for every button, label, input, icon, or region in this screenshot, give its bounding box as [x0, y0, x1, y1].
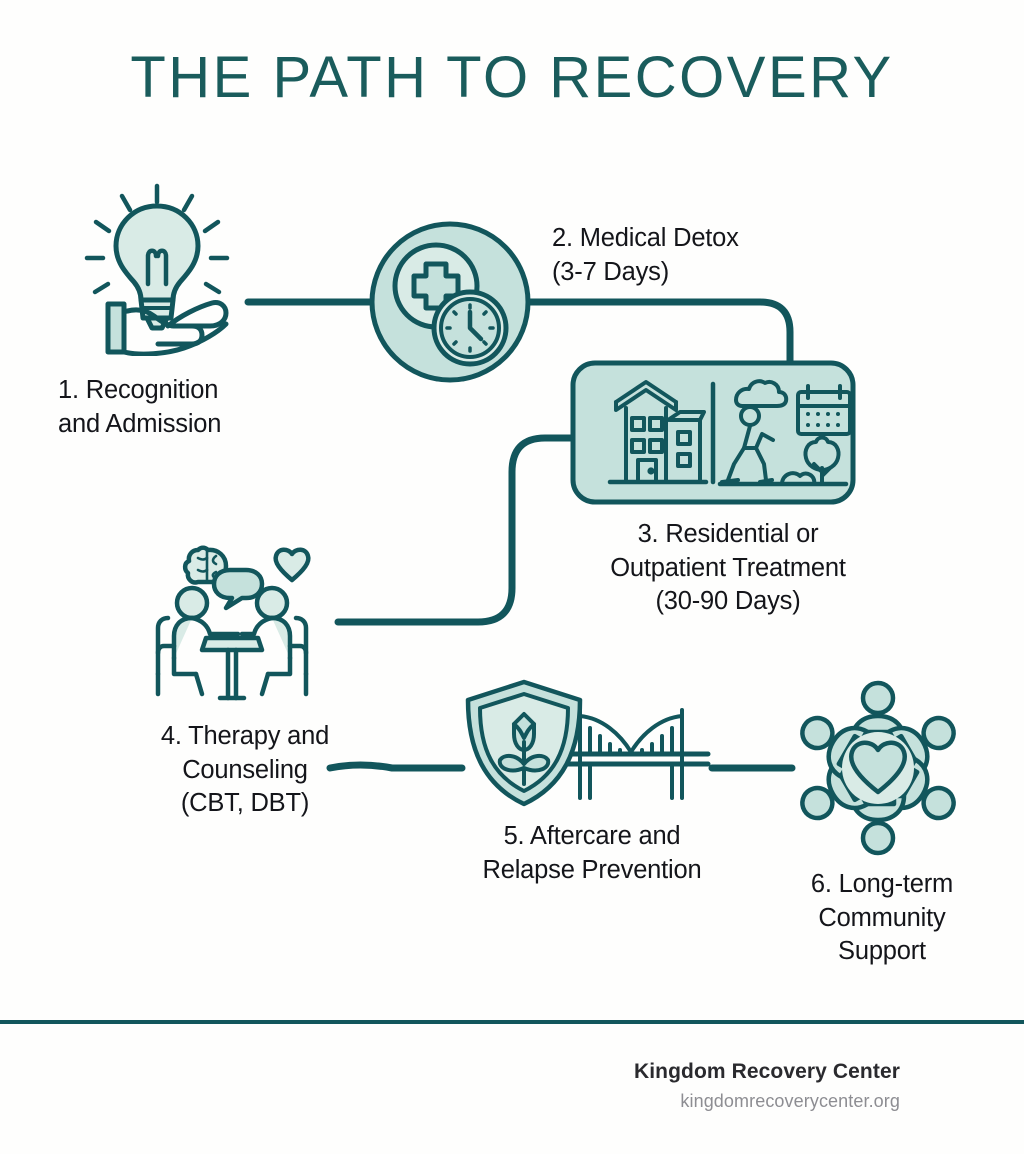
step-3-caption-line-3: (30-90 Days) [655, 587, 801, 616]
residential-outpatient-icon [570, 360, 856, 505]
medical-cross-clock-icon [369, 221, 531, 383]
connector-2-to-3 [524, 298, 794, 366]
step-2-icon [368, 212, 532, 392]
lightbulb-in-hand-icon [84, 183, 230, 357]
step-4-caption: 4. Therapy and Counseling (CBT, DBT) [110, 720, 380, 821]
therapy-session-icon [155, 545, 311, 701]
page-title: THE PATH TO RECOVERY [130, 45, 894, 110]
community-circle-heart-icon [800, 680, 956, 856]
community-figure [849, 680, 907, 743]
step-1-caption-line-1: 1. Recognition [58, 376, 219, 404]
step-2-caption-line-2: (3-7 Days) [552, 257, 670, 286]
step-2-caption: 2. Medical Detox (3-7 Days) [552, 222, 852, 289]
footer-divider [0, 1020, 1024, 1024]
step-6-caption: 6. Long-term Community Support [768, 868, 996, 969]
step-3-caption: 3. Residential or Outpatient Treatment (… [528, 518, 928, 619]
shield-flower-bridge-icon [465, 679, 711, 807]
step-5-icon [462, 672, 712, 812]
step-4-caption-line-1: 4. Therapy and [160, 722, 330, 750]
footer-website-url: kingdomrecoverycenter.org [680, 1091, 900, 1111]
step-4-icon [150, 528, 330, 703]
step-1-caption: 1. Recognition and Admission [58, 374, 308, 441]
step-3-caption-line-1: 3. Residential or [637, 520, 819, 548]
step-2-caption-line-1: 2. Medical Detox [552, 224, 739, 252]
step-5-caption-line-2: Relapse Prevention [482, 855, 702, 884]
step-5-caption-line-1: 5. Aftercare and [503, 822, 681, 850]
step-6-caption-line-2: Community [818, 903, 946, 932]
step-6-caption-line-3: Support [838, 937, 926, 966]
step-1-icon [62, 176, 252, 357]
step-5-caption: 5. Aftercare and Relapse Prevention [432, 820, 752, 887]
step-1-caption-line-2: and Admission [58, 409, 222, 438]
step-3-caption-line-2: Outpatient Treatment [610, 553, 846, 582]
step-3-icon [570, 360, 856, 505]
step-6-icon [790, 678, 966, 858]
step-4-caption-line-2: Counseling [182, 755, 308, 784]
footer-brand-name: Kingdom Recovery Center [633, 1060, 900, 1083]
step-4-caption-line-3: (CBT, DBT) [180, 789, 310, 818]
step-6-caption-line-1: 6. Long-term [810, 870, 954, 898]
